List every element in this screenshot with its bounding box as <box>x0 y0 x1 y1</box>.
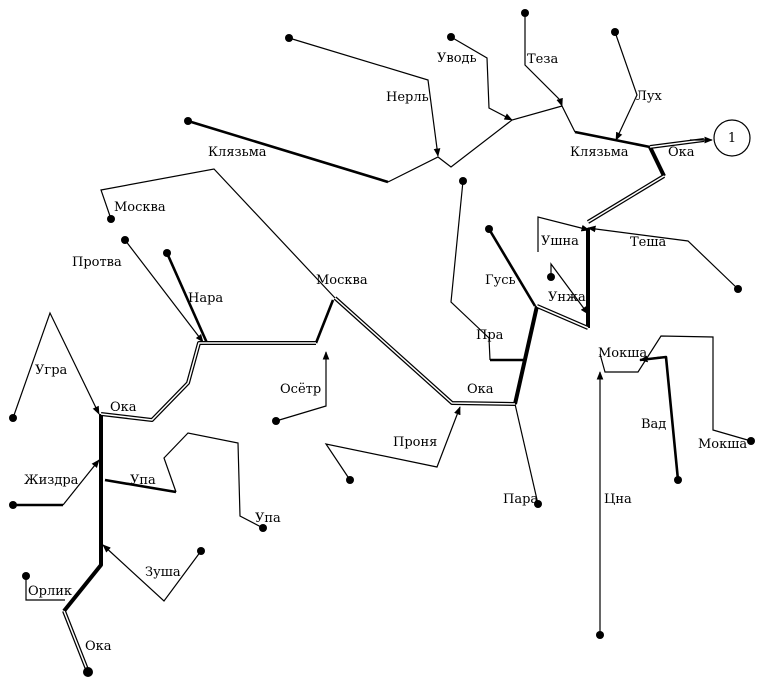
river-klyazma-right <box>574 130 651 149</box>
river-pra <box>450 180 491 361</box>
river-unzha <box>550 262 589 315</box>
main-channel <box>62 146 666 613</box>
label-lukh: Лух <box>636 89 662 104</box>
source-point <box>747 437 755 445</box>
river-orlik <box>25 576 65 601</box>
label-nara: Нара <box>188 291 223 306</box>
label-oka-upper: Ока <box>668 145 695 160</box>
source-point <box>734 285 742 293</box>
river-moskva-upper <box>100 168 336 299</box>
river-oseter-up <box>314 299 335 344</box>
label-oseter: Осётр <box>280 382 321 397</box>
label-oka-lower: Ока <box>85 639 112 654</box>
label-tsna: Цна <box>604 492 632 507</box>
label-vad: Вад <box>641 417 666 432</box>
river-lukh <box>614 31 638 141</box>
river-nerl <box>288 37 441 157</box>
source-point <box>22 572 30 580</box>
source-point <box>447 33 455 41</box>
double-rivers <box>62 136 713 673</box>
label-upa: Упа <box>130 473 156 488</box>
label-moksha: Мокша <box>598 346 647 361</box>
source-point <box>459 177 467 185</box>
thin-rivers <box>12 13 752 635</box>
outlet-node: 1 <box>713 119 751 157</box>
label-ushna: Ушна <box>541 234 579 249</box>
river-ugra <box>12 311 100 419</box>
label-klyazma-right: Клязьма <box>570 145 629 160</box>
source-point <box>9 414 17 422</box>
river-oseter <box>275 351 330 422</box>
river-uvod <box>450 36 513 121</box>
label-orlik: Орлик <box>28 584 72 599</box>
outlet-label: 1 <box>728 131 736 146</box>
label-tesha: Теша <box>630 235 666 250</box>
source-point <box>596 631 604 639</box>
label-uvod: Уводь <box>437 51 477 66</box>
label-klyazma-left: Клязьма <box>208 145 267 160</box>
source-points <box>9 9 755 677</box>
river-oka-lower-thick <box>62 414 103 613</box>
source-point <box>272 417 280 425</box>
river-zusha <box>102 544 202 602</box>
label-pronya: Проня <box>393 435 437 450</box>
label-moksha-upper: Мокша <box>698 437 747 452</box>
source-point <box>674 476 682 484</box>
source-point <box>197 547 205 555</box>
source-point <box>285 34 293 42</box>
source-point <box>611 28 619 36</box>
label-gus: Гусь <box>485 273 516 288</box>
river-para <box>514 403 539 505</box>
source-point <box>107 215 115 223</box>
river-ushna <box>537 216 590 252</box>
river-moksha-upper <box>599 335 752 442</box>
source-point <box>184 117 192 125</box>
source-point <box>547 273 555 281</box>
river-nara <box>165 252 209 344</box>
river-teza <box>524 13 563 107</box>
source-point <box>346 476 354 484</box>
river-zhizdra <box>62 459 100 506</box>
river-gus <box>487 228 537 307</box>
river-pronya <box>324 406 461 481</box>
label-teza: Теза <box>527 52 558 67</box>
source-point <box>121 236 129 244</box>
label-moskva-lower: Москва <box>316 273 368 288</box>
label-upa-source: Упа <box>255 511 281 526</box>
label-para: Пара <box>503 492 538 507</box>
river-upa-lower <box>104 478 177 494</box>
source-point <box>485 225 493 233</box>
river-oka-upper-thick <box>648 146 666 177</box>
label-oka-kaluga: Ока <box>110 400 137 415</box>
label-unzha: Унжа <box>548 290 586 305</box>
medium-rivers <box>104 119 680 494</box>
river-vad <box>639 355 680 481</box>
river-upa <box>163 432 264 529</box>
source-point <box>259 524 267 532</box>
source-point <box>534 500 542 508</box>
river-protva <box>124 239 204 343</box>
river-oka-middle-thick <box>513 305 539 405</box>
label-ugra: Угра <box>35 363 68 378</box>
label-oka-middle: Ока <box>467 382 494 397</box>
source-point <box>83 667 93 677</box>
label-zusha: Зуша <box>145 565 181 580</box>
label-pra: Пра <box>476 328 504 343</box>
source-point <box>163 249 171 257</box>
river-tesha <box>587 225 739 290</box>
label-moskva-upper: Москва <box>114 200 166 215</box>
label-protva: Протва <box>72 255 122 270</box>
source-point <box>521 9 529 17</box>
label-nerl: Нерль <box>386 90 429 105</box>
label-zhizdra: Жиздра <box>24 473 79 488</box>
river-klyazma-left <box>187 119 389 184</box>
river-labels: Ока Орлик Зуша Жиздра Упа Упа Угра Ока П… <box>24 51 747 654</box>
river-klyazma-thin <box>387 105 576 183</box>
